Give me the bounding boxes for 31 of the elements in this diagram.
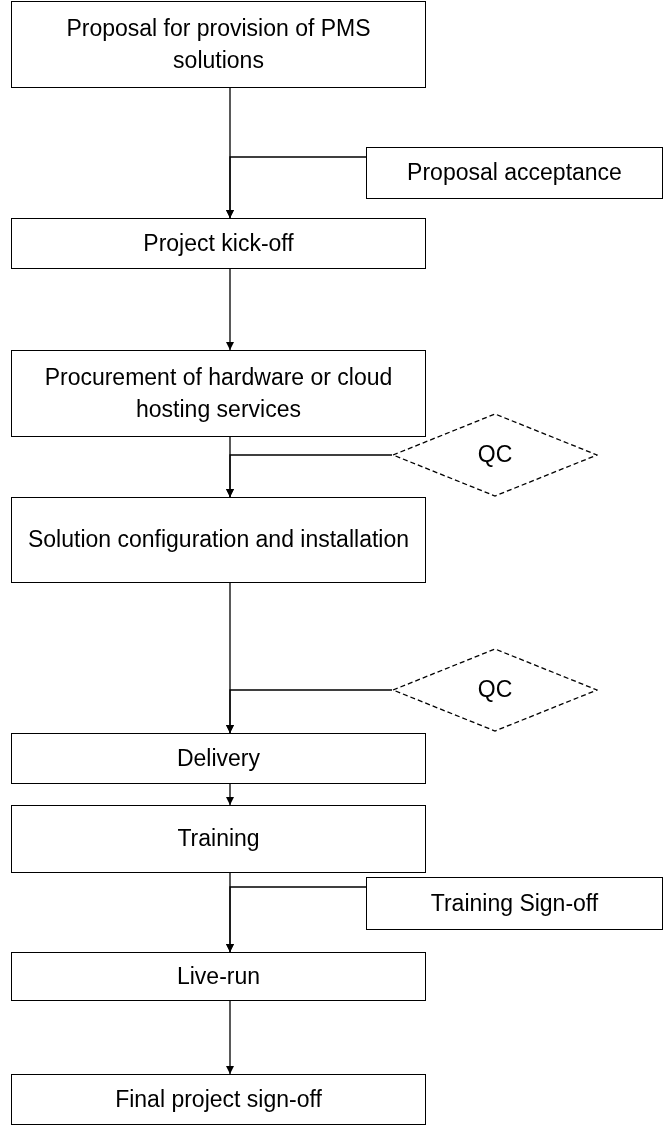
step-label: Procurement of hardware or cloud hosting services [43, 363, 394, 424]
step-label: Live-run [176, 961, 261, 991]
process-box [11, 952, 426, 1001]
arrow [226, 1000, 234, 1075]
step-label: Project kick-off [143, 228, 294, 258]
step-label: Proposal for provision of PMS solutions [65, 14, 372, 75]
process-box [11, 350, 426, 437]
process-box [11, 1074, 426, 1125]
process-box [11, 497, 426, 583]
process-box [11, 218, 426, 269]
arrow [226, 783, 234, 806]
process-box [11, 1, 426, 88]
process-box [11, 733, 426, 784]
arrow [226, 886, 367, 953]
arrow [226, 268, 234, 351]
step-label: QC [477, 675, 513, 705]
decision-diamond [392, 413, 598, 497]
step-label: Training Sign-off [430, 888, 599, 918]
step-label: Delivery [176, 743, 261, 773]
process-box [366, 147, 663, 199]
step-label: QC [477, 440, 513, 470]
process-box [366, 877, 663, 930]
arrow [226, 156, 367, 219]
step-label: Solution configuration and installation [27, 525, 409, 555]
decision-diamond [392, 648, 598, 732]
process-box [11, 805, 426, 873]
step-label: Training [177, 824, 260, 854]
arrow [226, 689, 393, 734]
step-label: Proposal acceptance [407, 158, 622, 188]
step-label: Final project sign-off [115, 1084, 322, 1114]
arrow [226, 454, 393, 498]
